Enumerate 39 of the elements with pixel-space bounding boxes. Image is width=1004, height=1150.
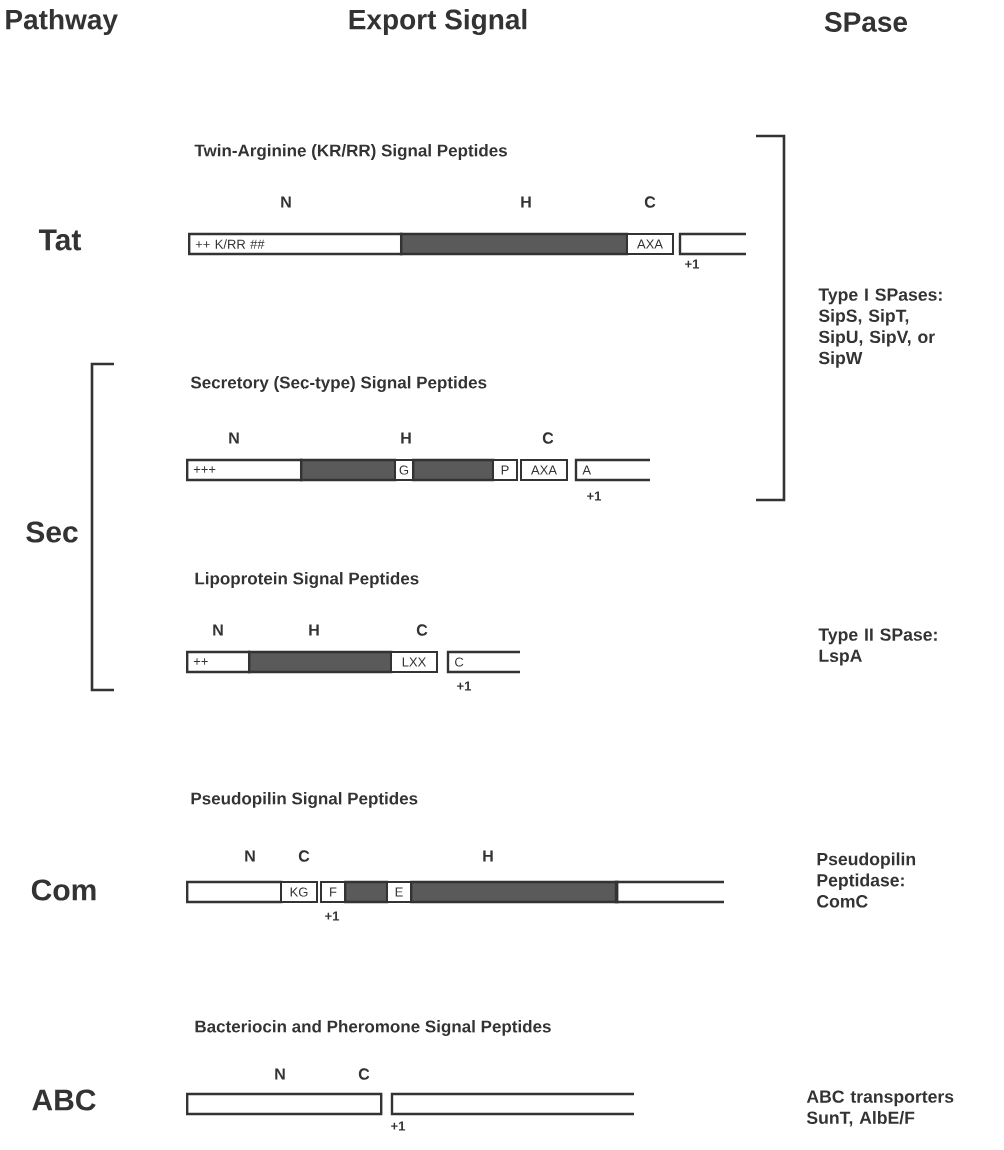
section-title: Secretory (Sec-type) Signal Peptides bbox=[190, 376, 487, 392]
column-header: SPase bbox=[824, 12, 908, 32]
region-letter: C bbox=[358, 1068, 370, 1080]
peptidase-label: Type II SPase: LspA bbox=[818, 628, 937, 666]
region-letter: H bbox=[521, 196, 531, 208]
region-letter: N bbox=[229, 432, 239, 444]
peptidase-label: ABC transporters SunT, AlbE/F bbox=[806, 1090, 954, 1127]
pathway-label: Tat bbox=[38, 229, 82, 251]
mature-protein-bar bbox=[390, 1092, 634, 1116]
hydrophobic-region-bar bbox=[410, 880, 619, 904]
hydrophobic-region-bar bbox=[248, 650, 393, 674]
region-letter: N bbox=[281, 196, 291, 208]
region-letter: H bbox=[401, 432, 411, 444]
column-header: Export Signal bbox=[349, 8, 527, 36]
section-title: Pseudopilin Signal Peptides bbox=[191, 792, 418, 808]
hydrophobic-region-bar bbox=[412, 458, 495, 482]
peptidase-label: Pseudopilin Peptidase: ComC bbox=[817, 852, 916, 908]
region-letter: H bbox=[309, 624, 319, 636]
pathway-label: ABC bbox=[32, 1089, 96, 1111]
mature-protein-bar bbox=[614, 880, 724, 904]
hydrophobic-region-bar bbox=[344, 880, 389, 904]
region-letter: N bbox=[245, 850, 255, 862]
region-letter: C bbox=[644, 196, 656, 208]
region-letter: H bbox=[483, 850, 493, 862]
region-letter: C bbox=[542, 432, 554, 444]
section-title: Bacteriocin and Pheromone Signal Peptides bbox=[195, 1020, 551, 1036]
segment-bar bbox=[186, 1092, 383, 1116]
hydrophobic-region-bar bbox=[400, 232, 629, 256]
pathway-label: Sec bbox=[26, 521, 78, 543]
region-letter: C bbox=[298, 850, 310, 862]
hydrophobic-region-bar bbox=[300, 458, 397, 482]
section-title: Twin-Arginine (KR/RR) Signal Peptides bbox=[194, 144, 507, 160]
section-title: Lipoprotein Signal Peptides bbox=[195, 572, 419, 588]
region-letter: N bbox=[213, 624, 223, 636]
pathway-label: Com bbox=[31, 879, 96, 901]
region-letter: C bbox=[416, 624, 428, 636]
peptidase-label: Type I SPases: SipS, SipT, SipU, SipV, or SipW bbox=[818, 288, 942, 368]
mature-protein-bar bbox=[678, 232, 746, 256]
column-header: Pathway bbox=[6, 8, 118, 36]
